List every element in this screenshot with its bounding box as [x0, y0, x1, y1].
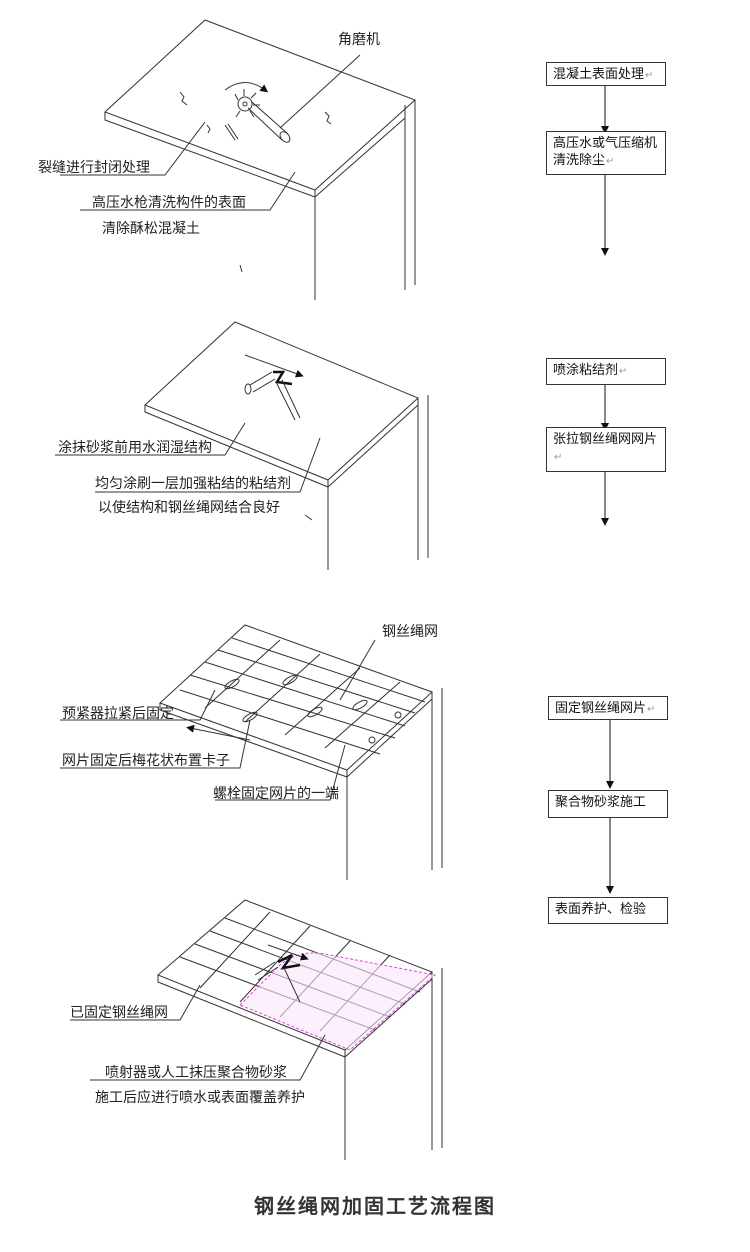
- panel-2-adhesive: [55, 321, 429, 570]
- panel-4-mortar: [70, 899, 443, 1160]
- label-brush-2: 以使结构和钢丝绳网结合良好: [98, 499, 280, 516]
- clip-icons: [224, 674, 402, 744]
- label-wet: 涂抹砂浆前用水润湿结构: [58, 439, 212, 456]
- label-grinder: 角磨机: [338, 32, 380, 48]
- sprayer-icon: [254, 944, 309, 1003]
- label-spray-1: 喷射器或人工抹压聚合物砂浆: [105, 1065, 287, 1081]
- label-brush-1: 均匀涂刷一层加强粘结的粘结剂: [95, 476, 291, 492]
- grinder-icon: [224, 82, 291, 143]
- flow-step-4: 张拉钢丝绳网网片↵: [546, 427, 666, 472]
- label-clean-1: 高压水枪清洗构件的表面: [92, 194, 246, 211]
- label-crack: 裂缝进行封闭处理: [38, 160, 150, 176]
- flow-step-2: 高压水或气压缩机清洗除尘↵: [546, 131, 666, 175]
- label-clean-2: 清除酥松混凝土: [102, 221, 200, 237]
- annotation-labels: 角磨机 裂缝进行封闭处理 高压水枪清洗构件的表面 清除酥松混凝土 涂抹砂浆前用水…: [38, 32, 438, 1106]
- flow-connectors: [601, 85, 614, 894]
- label-tension: 预紧器拉紧后固定: [62, 706, 174, 722]
- roller-icon: [244, 354, 304, 421]
- label-mesh: 钢丝绳网: [382, 624, 438, 640]
- panel-1-surface-treatment: [60, 19, 416, 300]
- label-clips: 网片固定后梅花状布置卡子: [62, 753, 230, 769]
- panel-3-mesh-fixing: [60, 624, 443, 880]
- flow-step-5: 固定钢丝绳网片↵: [548, 696, 668, 720]
- flow-step-6: 聚合物砂浆施工: [548, 790, 668, 818]
- flow-step-1: 混凝土表面处理↵: [546, 62, 666, 86]
- label-fixed: 已固定钢丝绳网: [70, 1005, 168, 1021]
- label-spray-2: 施工后应进行喷水或表面覆盖养护: [95, 1089, 305, 1106]
- page-title: 钢丝绳网加固工艺流程图: [254, 1194, 496, 1218]
- flow-step-7: 表面养护、检验: [548, 897, 668, 924]
- mortar-area: [239, 952, 437, 1051]
- label-bolt: 螺栓固定网片的一端: [213, 786, 339, 802]
- flow-step-3: 喷涂粘结剂↵: [546, 358, 666, 385]
